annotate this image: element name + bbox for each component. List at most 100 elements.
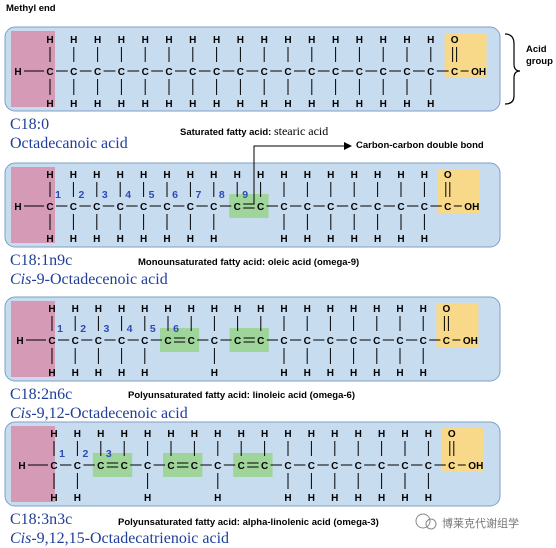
hydrogen-atom: H xyxy=(14,67,21,78)
hydrogen-atom: H xyxy=(425,493,432,504)
carbon-atom: C xyxy=(261,461,268,472)
carbon-atom: C xyxy=(444,202,451,213)
hydroxyl-group: OH xyxy=(464,202,479,213)
callout-arrowhead xyxy=(344,142,352,150)
hydrogen-atom: H xyxy=(280,170,287,181)
carbon-number: 4 xyxy=(127,323,133,335)
hydrogen-atom: H xyxy=(210,170,217,181)
structure-panel-2 xyxy=(4,162,501,248)
carbon-atom: C xyxy=(93,202,100,213)
oxygen-atom: O xyxy=(443,304,451,315)
hydrogen-atom: H xyxy=(46,35,53,46)
carbon-atom: C xyxy=(191,461,198,472)
hydrogen-atom: H xyxy=(373,368,380,379)
hydrogen-atom: H xyxy=(427,35,434,46)
hydrogen-atom: H xyxy=(420,368,427,379)
carbon-atom: C xyxy=(378,461,385,472)
hydrogen-atom: H xyxy=(237,99,244,110)
hydrogen-atom: H xyxy=(165,99,172,110)
hydroxyl-group: OH xyxy=(468,461,483,472)
carbon-atom: C xyxy=(280,202,287,213)
iupac-name: Cis-9,12-Octadecenoic acid xyxy=(10,405,188,422)
hydroxyl-group: OH xyxy=(471,67,486,78)
hydrogen-atom: H xyxy=(403,35,410,46)
hydrogen-atom: H xyxy=(70,170,77,181)
acid-group-brace xyxy=(504,33,521,105)
carbon-number: 9 xyxy=(242,189,248,201)
hydrogen-atom: H xyxy=(261,429,268,440)
carbon-atom: C xyxy=(234,336,241,347)
hydrogen-atom: H xyxy=(187,170,194,181)
structure-panel-3 xyxy=(4,296,501,382)
hydrogen-atom: H xyxy=(214,493,221,504)
acid-group-label-2: group xyxy=(526,56,553,67)
hydrogen-atom: H xyxy=(144,429,151,440)
hydrogen-atom: H xyxy=(308,493,315,504)
carbon-atom: C xyxy=(211,336,218,347)
hydrogen-atom: H xyxy=(48,304,55,315)
carbon-atom: C xyxy=(95,336,102,347)
hydrogen-atom: H xyxy=(378,493,385,504)
carbon-number: 1 xyxy=(55,189,61,201)
iupac-name: Octadecanoic acid xyxy=(10,135,128,152)
hydrogen-atom: H xyxy=(117,234,124,245)
hydrogen-atom: H xyxy=(121,429,128,440)
carbon-atom: C xyxy=(94,67,101,78)
hydrogen-atom: H xyxy=(280,234,287,245)
hydroxyl-group: OH xyxy=(463,336,478,347)
carbon-number: 6 xyxy=(172,189,178,201)
double-bond-highlight xyxy=(160,328,200,352)
carbon-number: 3 xyxy=(103,323,109,335)
hydrogen-atom: H xyxy=(261,35,268,46)
hydrogen-atom: H xyxy=(327,304,334,315)
carbon-atom: C xyxy=(308,461,315,472)
carbon-atom: C xyxy=(327,336,334,347)
hydrogen-atom: H xyxy=(187,234,194,245)
hydrogen-atom: H xyxy=(421,170,428,181)
carbon-number: 2 xyxy=(82,448,88,460)
carbon-atom: C xyxy=(443,336,450,347)
hydrogen-atom: H xyxy=(237,35,244,46)
hydrogen-atom: H xyxy=(356,35,363,46)
methyl-end-label: Methyl end xyxy=(6,3,56,14)
hydrogen-atom: H xyxy=(72,304,79,315)
carbon-atom: C xyxy=(332,67,339,78)
acid-code: C18:1n9c xyxy=(10,252,73,269)
carbon-atom: C xyxy=(284,67,291,78)
carbon-number: 2 xyxy=(78,189,84,201)
carbon-atom: C xyxy=(97,461,104,472)
acid-code: C18:2n6c xyxy=(10,386,73,403)
hydrogen-atom: H xyxy=(140,170,147,181)
hydrogen-atom: H xyxy=(164,304,171,315)
hydrogen-atom: H xyxy=(401,493,408,504)
hydrogen-atom: H xyxy=(72,368,79,379)
hydrogen-atom: H xyxy=(211,368,218,379)
carbon-atom: C xyxy=(165,67,172,78)
hydrogen-atom: H xyxy=(351,234,358,245)
hydrogen-atom: H xyxy=(191,429,198,440)
hydrogen-atom: H xyxy=(117,170,124,181)
carbon-atom: C xyxy=(397,202,404,213)
carbon-atom: C xyxy=(331,461,338,472)
hydrogen-atom: H xyxy=(165,35,172,46)
hydrogen-atom: H xyxy=(238,429,245,440)
carbon-atom: C xyxy=(213,67,220,78)
hydrogen-atom: H xyxy=(355,493,362,504)
hydrogen-atom: H xyxy=(189,35,196,46)
acid-code: C18:3n3c xyxy=(10,511,73,528)
carbon-atom: C xyxy=(380,67,387,78)
watermark-icon-2 xyxy=(425,518,437,530)
hydrogen-atom: H xyxy=(308,429,315,440)
hydrogen-atom: H xyxy=(304,234,311,245)
hydrogen-atom: H xyxy=(331,493,338,504)
hydrogen-atom: H xyxy=(70,35,77,46)
carbon-atom: C xyxy=(304,336,311,347)
carbon-atom: C xyxy=(257,336,264,347)
carbon-atom: C xyxy=(451,67,458,78)
hydrogen-atom: H xyxy=(234,170,241,181)
iupac-name: Cis-9-Octadecenoic acid xyxy=(10,271,168,288)
carbon-atom: C xyxy=(355,461,362,472)
carbon-atom: C xyxy=(373,336,380,347)
